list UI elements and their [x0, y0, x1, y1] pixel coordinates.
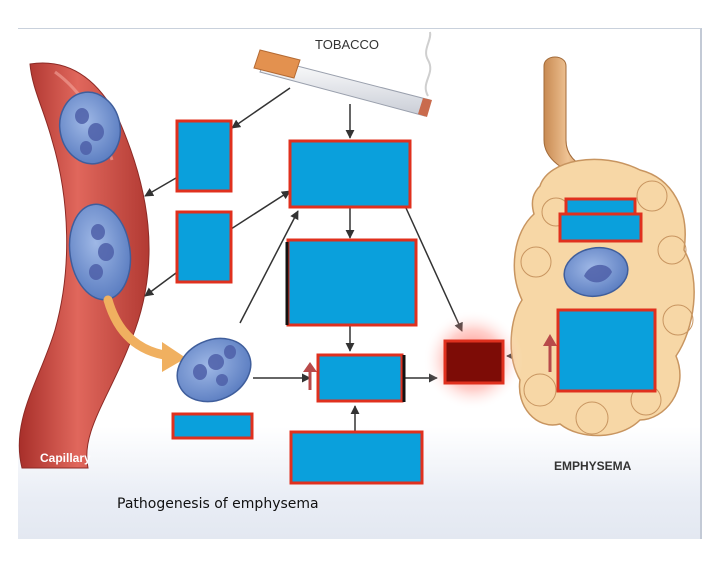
- blank-box-middle-center[interactable]: [286, 238, 418, 327]
- neutrophil-cell: [176, 337, 252, 403]
- diagram-caption: Pathogenesis of emphysema: [117, 496, 319, 512]
- capillary-cell-bottom: [68, 203, 132, 301]
- capillary-cell-top: [58, 91, 122, 165]
- tobacco-label: TOBACCO: [315, 37, 379, 52]
- blank-box-inhibitor[interactable]: [443, 339, 505, 385]
- flow-arrows: [144, 87, 540, 431]
- migration-arrow: [103, 295, 186, 372]
- up-arrow-icon: [303, 362, 317, 390]
- blank-box-left-upper[interactable]: [175, 119, 233, 193]
- blank-box-left-lower[interactable]: [175, 210, 233, 284]
- blank-box-alveoli-lower[interactable]: [556, 308, 657, 393]
- blank-box-top-center[interactable]: [288, 139, 412, 209]
- blank-box-alveoli-top[interactable]: [564, 197, 637, 216]
- blank-box-under-neutrophil[interactable]: [171, 412, 254, 440]
- up-arrow-icon-right: [543, 334, 557, 372]
- alveolar-macrophage-cell: [563, 246, 629, 298]
- cigarette-icon: [253, 49, 432, 117]
- capillary-label: Capillary: [40, 451, 91, 465]
- smoke-icon: [424, 31, 432, 97]
- emphysema-label: EMPHYSEMA: [554, 459, 632, 473]
- blank-box-alveoli-upper[interactable]: [558, 212, 643, 243]
- blank-box-bottom-center[interactable]: [289, 430, 424, 485]
- blank-box-protease-balance[interactable]: [316, 353, 404, 403]
